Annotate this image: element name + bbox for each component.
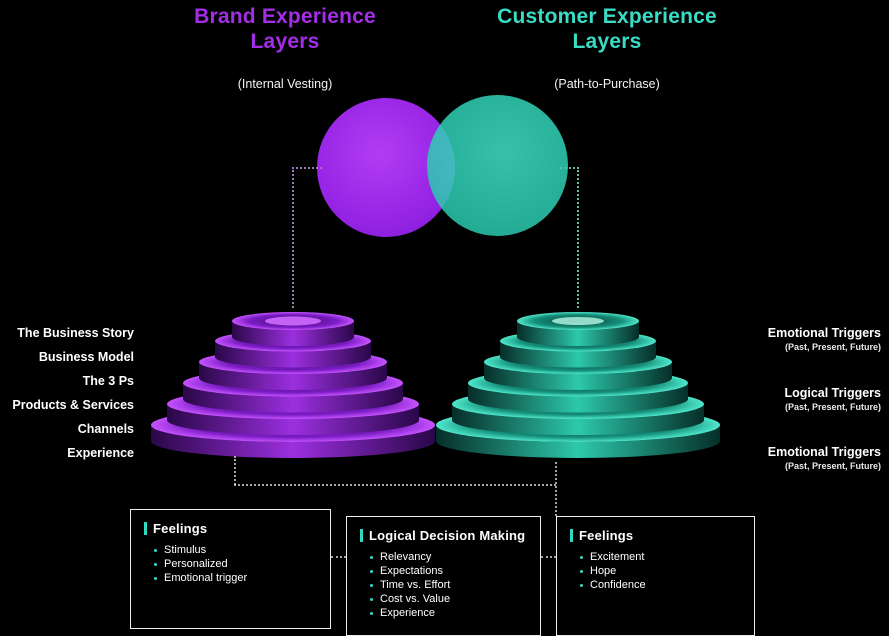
- box-item-list: Excitement Hope Confidence: [570, 550, 741, 592]
- brand-layer-labels: The Business Story Business Model The 3 …: [0, 326, 134, 461]
- bullet-dot-icon: [370, 569, 373, 573]
- bullet-dot-icon: [370, 583, 373, 587]
- bottom-connector-right-vertical: [555, 462, 557, 516]
- brand-pyramid-graphic: [151, 312, 435, 458]
- trigger-label: Emotional Triggers: [767, 445, 881, 459]
- box-item-list: Relevancy Expectations Time vs. Effort C…: [360, 550, 527, 620]
- box-title: Feelings: [153, 521, 208, 536]
- box-title: Logical Decision Making: [369, 528, 526, 543]
- bullet-dot-icon: [580, 569, 583, 573]
- box-title-row: Logical Decision Making: [360, 528, 527, 543]
- brand-connector-vertical: [292, 167, 294, 308]
- list-item: Time vs. Effort: [370, 578, 527, 592]
- title-accent-bar-icon: [360, 529, 363, 542]
- trigger-label: Emotional Triggers: [767, 326, 881, 340]
- title-accent-bar-icon: [570, 529, 573, 542]
- list-item: Confidence: [580, 578, 741, 592]
- box-title: Feelings: [579, 528, 634, 543]
- bullet-dot-icon: [154, 562, 157, 566]
- list-item: Experience: [370, 606, 527, 620]
- bottom-connector-left-vertical: [234, 456, 236, 485]
- bullet-dot-icon: [580, 555, 583, 559]
- trigger-sublabel: (Past, Present, Future): [784, 342, 881, 352]
- logical-decision-making-box: Logical Decision Making Relevancy Expect…: [346, 516, 541, 636]
- customer-experience-title: Customer Experience Layers: [497, 5, 717, 54]
- list-item: Excitement: [580, 550, 741, 564]
- brand-subtitle: (Internal Vesting): [237, 77, 333, 91]
- bottom-connector-horizontal: [234, 484, 556, 486]
- brand-layer-label: Products & Services: [12, 398, 134, 412]
- bullet-dot-icon: [580, 583, 583, 587]
- brand-layer-label: Experience: [67, 446, 134, 460]
- feelings-box-brand: Feelings Stimulus Personalized Emotional…: [130, 509, 331, 629]
- customer-connector-vertical: [577, 167, 579, 308]
- diagram-stage: Brand Experience Layers Customer Experie…: [0, 5, 885, 636]
- bullet-dot-icon: [370, 555, 373, 559]
- brand-layer-label: Business Model: [38, 350, 134, 364]
- list-item: Expectations: [370, 564, 527, 578]
- feelings-box-customer: Feelings Excitement Hope Confidence: [556, 516, 755, 636]
- list-item: Relevancy: [370, 550, 527, 564]
- customer-pyramid-graphic: [436, 312, 720, 458]
- list-item: Personalized: [154, 557, 317, 571]
- brand-layer-label: The Business Story: [17, 326, 134, 340]
- box-title-row: Feelings: [570, 528, 741, 543]
- bullet-dot-icon: [154, 548, 157, 552]
- brand-layer-label: The 3 Ps: [82, 374, 134, 388]
- brand-experience-title: Brand Experience Layers: [194, 5, 376, 54]
- box-item-list: Stimulus Personalized Emotional trigger: [144, 543, 317, 585]
- box-link-connector-1: [331, 556, 346, 558]
- bullet-dot-icon: [370, 611, 373, 615]
- trigger-sublabel: (Past, Present, Future): [784, 402, 881, 412]
- trigger-label-group: Logical Triggers (Past, Present, Future): [754, 386, 881, 412]
- trigger-sublabel: (Past, Present, Future): [784, 461, 881, 471]
- list-item: Cost vs. Value: [370, 592, 527, 606]
- brand-connector-horizontal: [292, 167, 322, 169]
- customer-connector-horizontal: [560, 167, 579, 169]
- title-accent-bar-icon: [144, 522, 147, 535]
- list-item: Stimulus: [154, 543, 317, 557]
- customer-venn-circle: [427, 95, 568, 236]
- brand-layer-label: Channels: [77, 422, 134, 436]
- trigger-label-group: Emotional Triggers (Past, Present, Futur…: [754, 326, 881, 352]
- box-link-connector-2: [541, 556, 556, 558]
- trigger-label: Logical Triggers: [784, 386, 881, 400]
- customer-trigger-labels: Emotional Triggers (Past, Present, Futur…: [754, 326, 885, 486]
- list-item: Emotional trigger: [154, 571, 317, 585]
- bullet-dot-icon: [154, 576, 157, 580]
- trigger-label-group: Emotional Triggers (Past, Present, Futur…: [754, 445, 881, 471]
- list-item: Hope: [580, 564, 741, 578]
- customer-subtitle: (Path-to-Purchase): [554, 77, 660, 91]
- bullet-dot-icon: [370, 597, 373, 601]
- box-title-row: Feelings: [144, 521, 317, 536]
